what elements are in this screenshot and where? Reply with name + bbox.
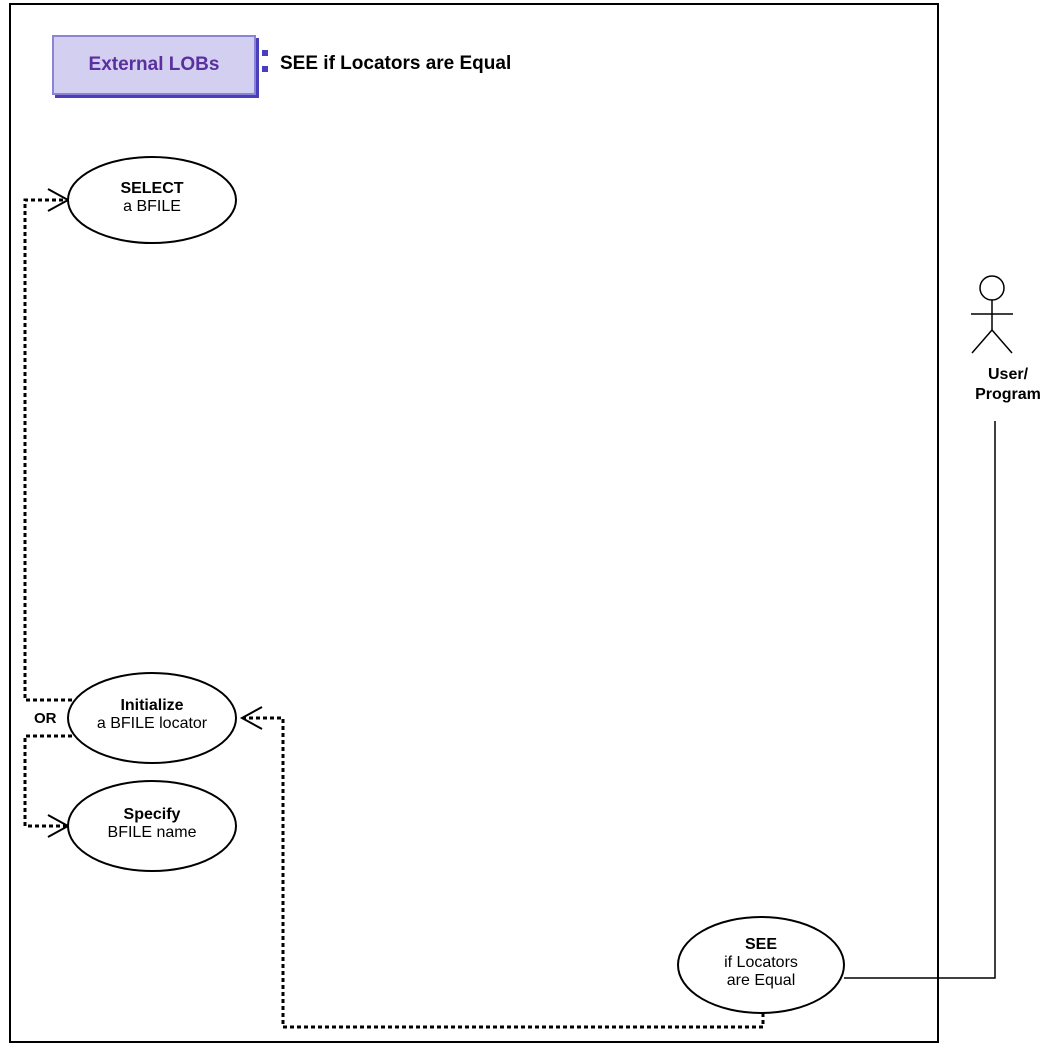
title-separator (262, 44, 268, 74)
use-case-specify (67, 780, 237, 872)
initialize-title: Initialize (120, 697, 184, 714)
association-line (844, 421, 996, 979)
select-subtitle: a BFILE (123, 198, 181, 215)
see-title: SEE (744, 936, 777, 953)
actor-label-line1: User/ (987, 366, 1029, 383)
arrowhead-select (47, 188, 71, 212)
connector-initialize-to-select (23, 198, 72, 702)
select-title: SELECT (120, 180, 184, 197)
specify-title: Specify (123, 806, 181, 823)
use-case-see-text: SEE if Locators are Equal (681, 936, 841, 990)
actor-label: User/ Program (962, 365, 1054, 405)
use-case-select (67, 156, 237, 244)
actor-label-line2: Program (975, 386, 1041, 403)
diagram-title: SEE if Locators are Equal (280, 53, 512, 74)
see-subtitle-line1: if Locators (724, 954, 798, 971)
initialize-subtitle: a BFILE locator (96, 715, 208, 732)
connector-initialize-to-specify (23, 734, 72, 828)
use-case-initialize-text: Initialize a BFILE locator (72, 697, 232, 733)
use-case-specify-text: Specify BFILE name (72, 806, 232, 842)
use-case-select-text: SELECT a BFILE (72, 180, 232, 216)
arrowhead-initialize (239, 706, 263, 730)
external-lobs-badge: External LOBs (52, 35, 256, 95)
specify-subtitle: BFILE name (107, 824, 197, 841)
see-subtitle-line2: are Equal (726, 972, 796, 989)
use-case-initialize (67, 672, 237, 764)
use-case-see (677, 916, 845, 1014)
or-label: OR (34, 710, 57, 727)
badge-label: External LOBs (88, 54, 220, 75)
user-actor-icon (971, 275, 1013, 354)
connector-see-to-initialize (244, 716, 765, 1029)
diagram-frame (9, 3, 939, 1043)
